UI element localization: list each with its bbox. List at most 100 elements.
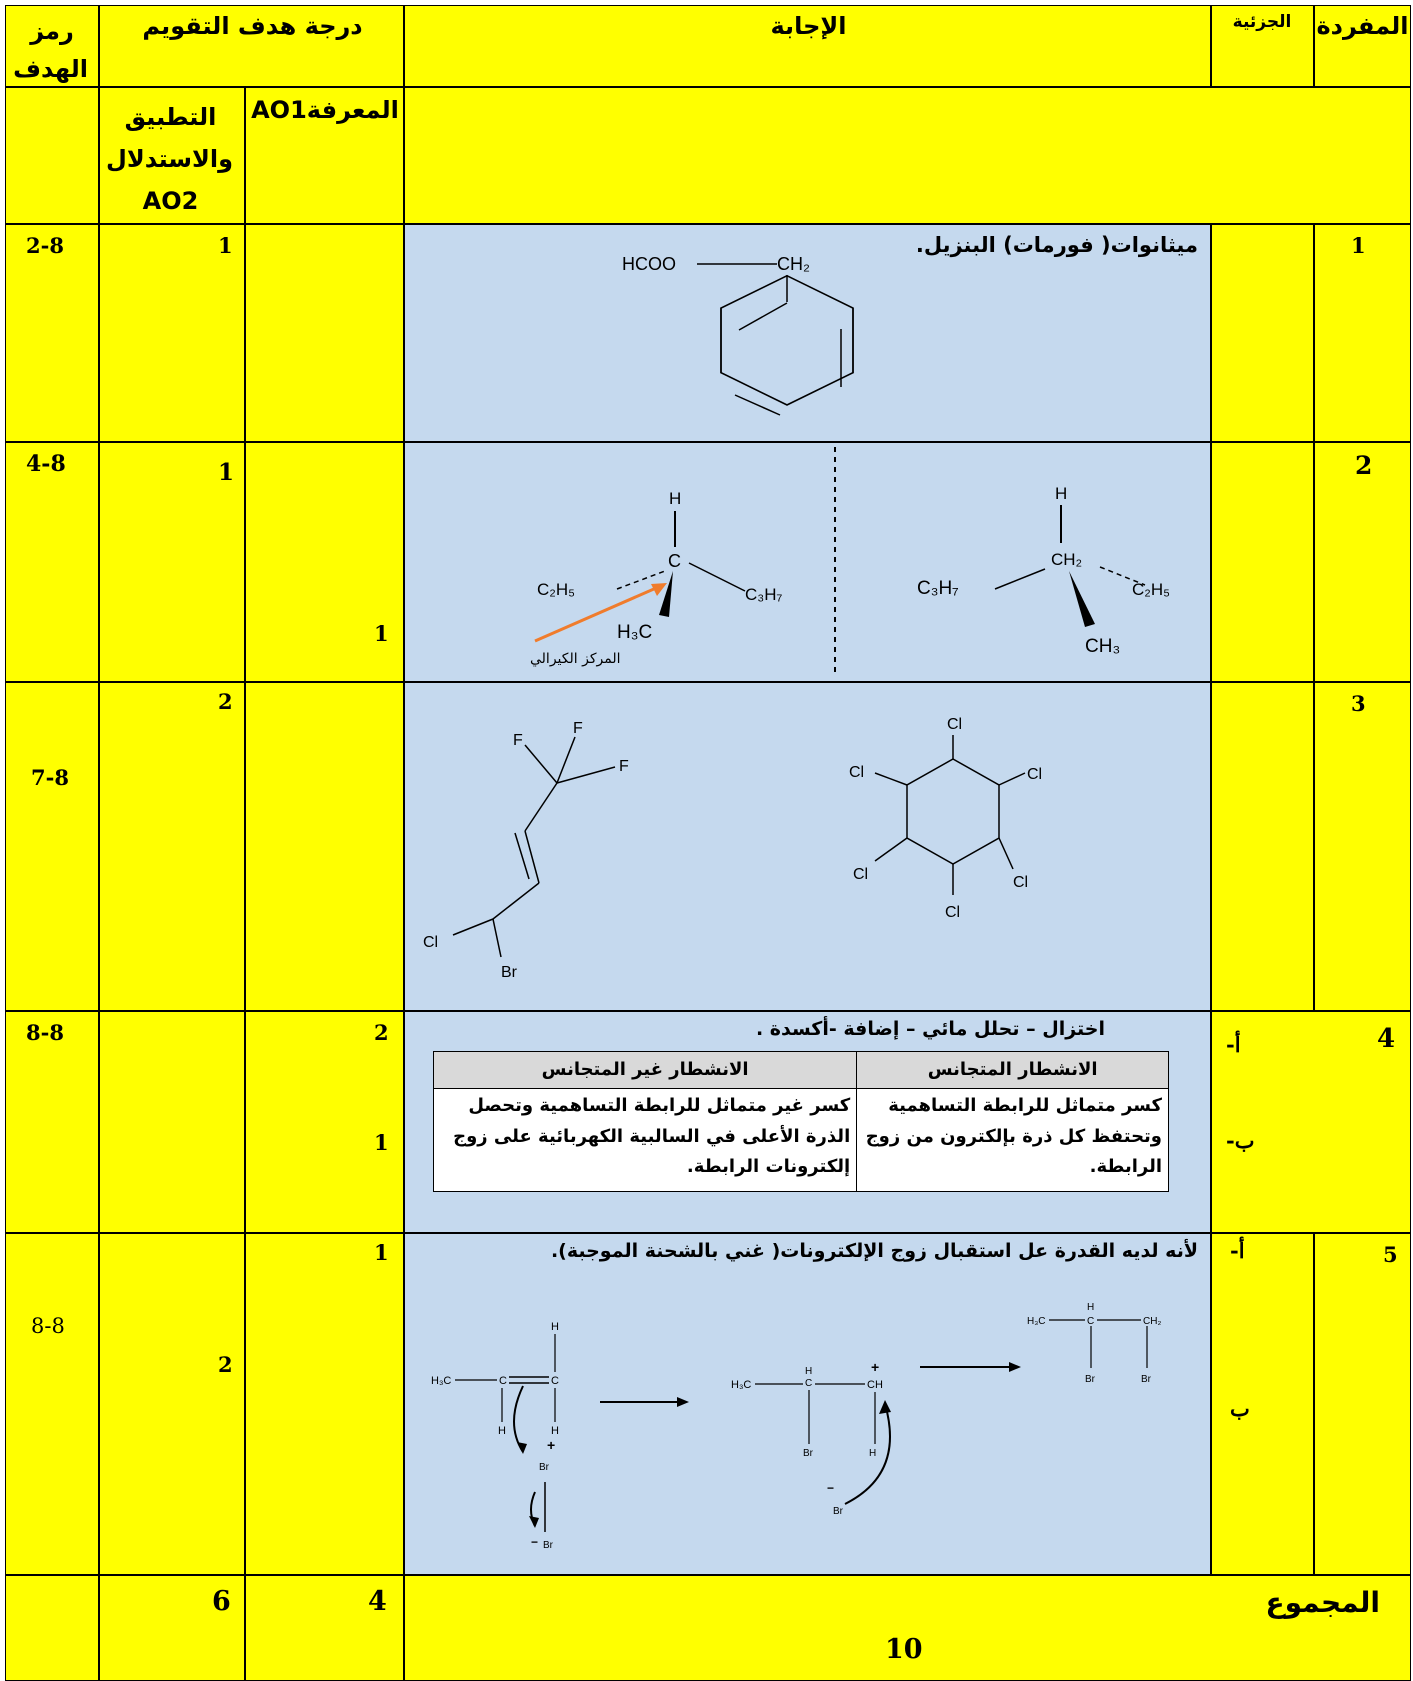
- row1-ao2: 1: [99, 224, 245, 442]
- header-assessment-level-label: درجة هدف التقويم: [142, 12, 363, 40]
- header-item-label: المفردة: [1316, 12, 1409, 40]
- m2-h-top: H: [805, 1366, 812, 1377]
- m2-h3c: H₃C: [731, 1379, 751, 1391]
- r2-l-c: C: [668, 551, 681, 571]
- row2-code-text: 4-8: [26, 451, 66, 477]
- row4-code-text: 8-8: [26, 1020, 64, 1045]
- row3-item-text: 3: [1351, 691, 1366, 716]
- m3-h: H: [1087, 1302, 1094, 1313]
- bond-cleavage-table: الانشطار المتجانس الانشطار غير المتجانس …: [432, 1051, 1169, 1192]
- row5-part-b: ب: [1230, 1396, 1250, 1421]
- totals-total: المجموع 10: [404, 1575, 1411, 1681]
- r2-r-h: H: [1055, 484, 1067, 503]
- r3-cl-chain: Cl: [423, 934, 438, 951]
- r3-cl-4: Cl: [853, 866, 868, 883]
- header-answer: الإجابة: [404, 5, 1211, 87]
- row5-ao1-text: 1: [374, 1240, 389, 1265]
- row2-ao2: 1: [99, 442, 245, 682]
- r3-br: Br: [501, 964, 518, 981]
- row4-part-a: أ-: [1226, 1032, 1241, 1057]
- row1-answer-text: ميثانوات( فورمات) البنزيل.: [915, 233, 1198, 257]
- totals-ao1-text: 4: [368, 1586, 387, 1617]
- row1-chem-hcoo: HCOO: [622, 254, 676, 274]
- totals-label: المجموع: [1265, 1586, 1380, 1619]
- m2-br: Br: [803, 1448, 814, 1459]
- row5-item-text: 5: [1383, 1242, 1398, 1267]
- benzyl-formate-structure: HCOO CH₂: [622, 254, 854, 416]
- row4-part-b: ب-: [1226, 1128, 1255, 1153]
- totals-code: [5, 1575, 99, 1681]
- r3-cl-3: Cl: [849, 764, 864, 781]
- m1-h2: H: [498, 1425, 506, 1437]
- r2-r-c2h5: C₂H₅: [1132, 580, 1170, 599]
- row4-item-text: 4: [1377, 1024, 1396, 1054]
- r2-r-ch3: CH₃: [1085, 636, 1120, 657]
- m1-h3c: H₃C: [431, 1375, 451, 1387]
- r2-chiral-label: المركز الكيرالي: [530, 651, 620, 667]
- row1-code: 2-8: [5, 224, 99, 442]
- row2-code: 4-8: [5, 442, 99, 682]
- r2-l-h3c: H₃C: [617, 622, 652, 643]
- totals-ao2-text: 6: [212, 1586, 231, 1617]
- row1-part: [1211, 224, 1314, 442]
- subheader-ao2: التطبيق والاستدلال AO2: [99, 87, 245, 224]
- subheader-ao1: المعرفةAO1: [245, 87, 404, 224]
- r2-l-c2h5: C₂H₅: [537, 580, 575, 599]
- r3-f2: F: [573, 720, 583, 737]
- totals-ao2: 6: [99, 1575, 245, 1681]
- row3-code: 7-8: [5, 682, 99, 1011]
- row5-ao2-text: 2: [218, 1352, 233, 1377]
- m1-minus: −: [531, 1535, 538, 1549]
- row5-part: أ- ب: [1211, 1233, 1314, 1575]
- header-part: الجزئية: [1211, 5, 1314, 87]
- m1-plus: +: [547, 1437, 555, 1453]
- m2-br2: Br: [833, 1506, 844, 1517]
- row1-ao1: [245, 224, 404, 442]
- subheader-answer-blank: [404, 87, 1411, 224]
- r3-cl-2: Cl: [1027, 766, 1042, 783]
- row4-ao1-text: 2: [374, 1020, 389, 1045]
- row4-answer-text: اختزال – تحلل مائي – إضافة -أكسدة .: [755, 1018, 1105, 1040]
- row3-item: 3: [1314, 682, 1411, 1011]
- row2-ao1: 1: [245, 442, 404, 682]
- m1-br2: Br: [543, 1540, 554, 1551]
- subheader-ao2-label: التطبيق والاستدلال AO2: [106, 103, 233, 215]
- row5-answer: لأنه لديه القدرة عل استقبال زوج الإلكترو…: [404, 1233, 1211, 1575]
- header-answer-label: الإجابة: [770, 12, 847, 40]
- row2-part: [1211, 442, 1314, 682]
- header-target-code: رمز الهدف: [5, 5, 99, 87]
- row1-item: 1: [1314, 224, 1411, 442]
- row1-chem-ch2: CH₂: [777, 254, 810, 274]
- row2-item-text: 2: [1355, 451, 1373, 480]
- row5-code: 8-8: [5, 1233, 99, 1575]
- r2-r-ch2: CH₂: [1051, 550, 1082, 569]
- m1-h3: H: [551, 1425, 559, 1437]
- row4-part-item: أ- ب- 4: [1211, 1011, 1411, 1233]
- row5-ao1: 1: [245, 1233, 404, 1575]
- totals-grand-total: 10: [885, 1634, 923, 1665]
- row4-ao1: 2 1: [245, 1011, 404, 1233]
- m3-br1: Br: [1085, 1374, 1096, 1385]
- row3-ao2: 2: [99, 682, 245, 1011]
- row1-answer: ميثانوات( فورمات) البنزيل. HCOO CH₂: [404, 224, 1211, 442]
- m2-minus: −: [827, 1481, 834, 1495]
- row4-code: 8-8: [5, 1011, 99, 1233]
- homolytic-desc: كسر متماثل للرابطة التساهمية وتحتفظ كل ذ…: [856, 1088, 1169, 1192]
- row3-code-text: 7-8: [31, 765, 69, 790]
- m2-c: C: [805, 1378, 812, 1389]
- m1-c2: C: [551, 1375, 559, 1387]
- chiral-enantiomers-structure: H C C₂H₅ C₃H₇ H₃C المركز الكيرالي H CH₂ …: [530, 447, 1170, 673]
- r3-cl-1: Cl: [947, 716, 962, 733]
- m3-c: C: [1087, 1316, 1094, 1327]
- row5-part-a: أ-: [1230, 1238, 1245, 1263]
- row5-ao2: 2: [99, 1233, 245, 1575]
- m3-ch2: CH₂: [1143, 1316, 1161, 1327]
- totals-ao1: 4: [245, 1575, 404, 1681]
- row3-part: [1211, 682, 1314, 1011]
- m1-h1: H: [551, 1321, 559, 1333]
- subheader-code-blank: [5, 87, 99, 224]
- row2-ao1-text: 1: [374, 621, 389, 646]
- row5-code-text: 8-8: [31, 1314, 65, 1338]
- row3-answer: F F F Cl Br Cl Cl Cl Cl Cl Cl: [404, 682, 1211, 1011]
- r2-l-h: H: [669, 489, 681, 508]
